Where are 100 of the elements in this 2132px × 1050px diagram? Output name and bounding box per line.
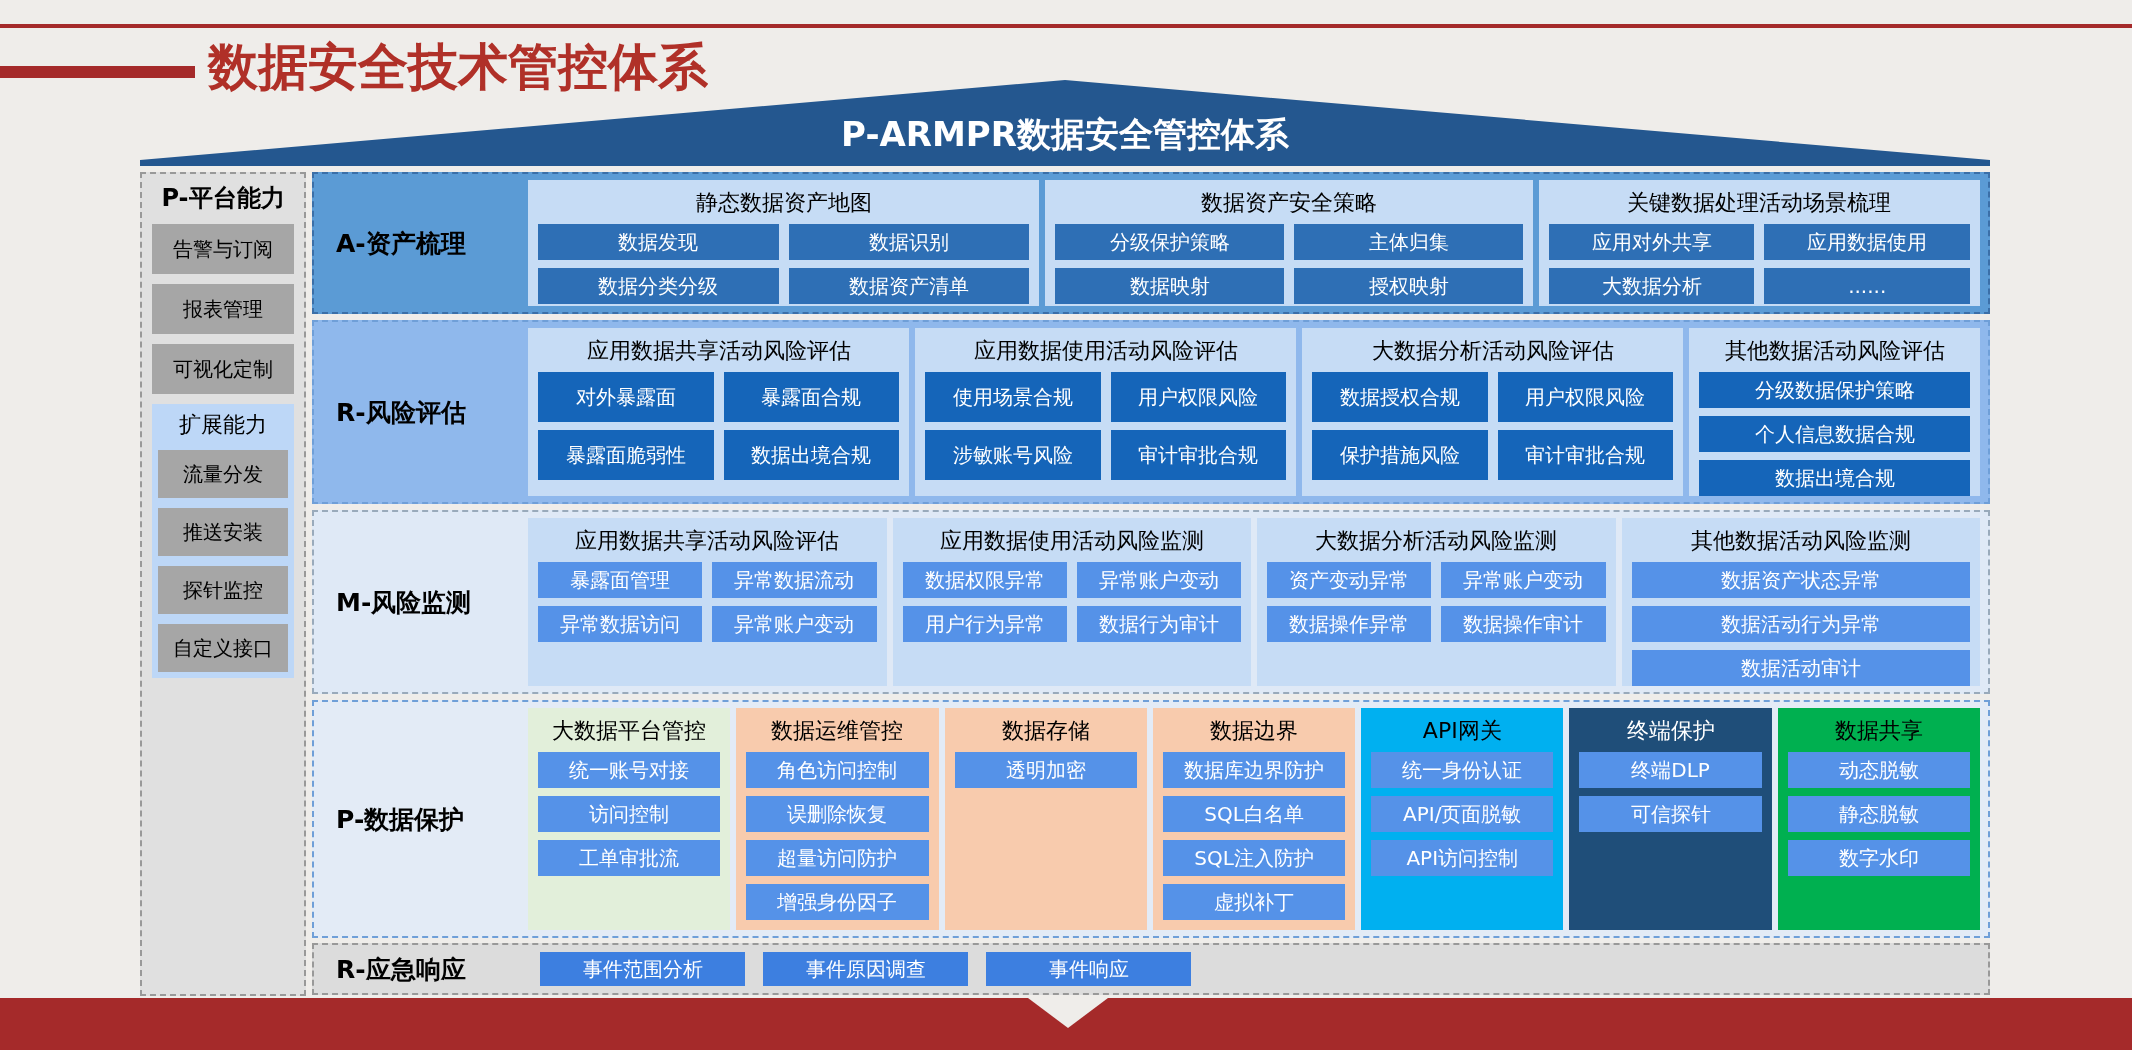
capability-item: 数据操作审计 [1441,606,1606,642]
capability-item: 大数据分析 [1549,268,1755,304]
panel-heading: 数据共享 [1834,717,1923,745]
category-panel [528,518,887,686]
capability-item: 数据资产状态异常 [1631,562,1970,598]
capability-item: 主体归集 [1294,224,1523,260]
capability-item: 数据授权合规 [1312,372,1488,422]
panel-heading: 数据资产安全策略 [1201,189,1378,217]
capability-item: 数据出境合规 [723,430,900,480]
capability-item: ...... [1764,268,1970,304]
category-panel [1361,708,1564,930]
panel-heading: 应用数据共享活动风险评估 [586,337,851,365]
capability-item: 事件原因调查 [763,952,968,986]
capability-item: 暴露面脆弱性 [538,430,714,480]
category-panel [736,708,939,930]
capability-item: SQL白名单 [1162,796,1346,832]
panel-heading: 数据边界 [1210,717,1298,745]
layer-title: P-数据保护 [335,803,466,836]
layer-title: R-风险评估 [335,396,467,429]
capability-item: 可视化定制 [152,344,294,394]
capability-item: 工单审批流 [538,840,721,876]
capability-item: 误删除恢复 [746,796,929,832]
capability-item: 数据操作异常 [1267,606,1432,642]
panel-heading: P-平台能力 [160,183,286,214]
panel-heading: API网关 [1422,717,1502,745]
capability-item: 统一身份认证 [1371,752,1554,788]
capability-item: 个人信息数据合规 [1699,416,1970,452]
capability-item: 异常数据访问 [538,606,703,642]
capability-item: 告警与订阅 [152,224,294,274]
capability-item: 流量分发 [158,450,288,498]
capability-item: 异常账户变动 [1076,562,1241,598]
category-panel [1777,708,1980,930]
category-panel [1689,328,1980,496]
capability-item: 角色访问控制 [746,752,929,788]
panel-heading: 数据运维管控 [771,717,904,745]
category-panel [915,328,1297,496]
layer-band [312,510,1990,694]
capability-item: 数据识别 [788,224,1030,260]
category-panel [1621,518,1980,686]
platform-panel [140,172,306,996]
capability-item: 分级数据保护策略 [1699,372,1970,408]
capability-item: API访问控制 [1371,840,1554,876]
panel-heading: 大数据分析活动风险评估 [1371,337,1614,365]
capability-item: 超量访问防护 [746,840,929,876]
capability-item: 数据资产清单 [788,268,1030,304]
layer-title: M-风险监测 [335,586,473,619]
capability-item: 资产变动异常 [1267,562,1432,598]
capability-item: SQL注入防护 [1162,840,1346,876]
capability-item: 事件范围分析 [540,952,745,986]
category-panel [1045,180,1533,306]
capability-item: 涉敏账号风险 [925,430,1101,480]
capability-item: 虚拟补丁 [1162,884,1346,920]
panel-heading: 静态数据资产地图 [695,189,872,217]
capability-item: 自定义接口 [158,624,288,672]
capability-item: 访问控制 [538,796,721,832]
capability-item: 应用对外共享 [1549,224,1755,260]
capability-item: 数据行为审计 [1076,606,1241,642]
layer-band [312,172,1990,314]
capability-item: 应用数据使用 [1764,224,1970,260]
category-panel [528,180,1040,306]
capability-item: 可信探针 [1579,796,1762,832]
capability-item: 审计审批合规 [1110,430,1287,480]
capability-item: 数据库边界防护 [1162,752,1346,788]
capability-item: 审计审批合规 [1497,430,1674,480]
panel-heading: 应用数据使用活动风险评估 [973,337,1238,365]
layer-band [312,943,1990,995]
panel-heading: 数据存储 [1001,717,1090,745]
capability-item: 数字水印 [1787,840,1970,876]
capability-item: 数据活动审计 [1631,650,1970,686]
capability-item: 数据活动行为异常 [1631,606,1970,642]
category-panel [1257,518,1616,686]
category-panel [1539,180,1980,306]
capability-item: 暴露面管理 [538,562,703,598]
layer-title: A-资产梳理 [335,227,467,260]
capability-item: 异常数据流动 [712,562,877,598]
capability-item: 探针监控 [158,566,288,614]
category-panel [528,328,910,496]
banner-title: P-ARMPR数据安全管控体系 [841,113,1289,156]
capability-item: 数据权限异常 [902,562,1067,598]
capability-item: 使用场景合规 [925,372,1101,422]
capability-item: 保护措施风险 [1312,430,1488,480]
layer-band [312,700,1990,938]
capability-item: 透明加密 [954,752,1137,788]
panel-heading: 关键数据处理活动场景梳理 [1627,189,1892,217]
capability-item: 增强身份因子 [746,884,929,920]
capability-item: 分级保护策略 [1055,224,1285,260]
capability-item: 数据映射 [1055,268,1285,304]
panel-heading: 应用数据共享活动风险评估 [575,527,840,555]
capability-item: 数据出境合规 [1699,460,1970,496]
layer-band [312,320,1990,504]
category-panel [1569,708,1772,930]
panel-heading: 大数据分析活动风险监测 [1315,527,1558,555]
capability-item: 推送安装 [158,508,288,556]
capability-item: 异常账户变动 [712,606,877,642]
panel-heading: 其他数据活动风险监测 [1690,527,1911,555]
capability-item: 用户权限风险 [1110,372,1287,422]
capability-item: 异常账户变动 [1441,562,1606,598]
capability-item: 授权映射 [1294,268,1523,304]
capability-item: 数据分类分级 [538,268,779,304]
layer-title: R-应急响应 [335,953,467,986]
